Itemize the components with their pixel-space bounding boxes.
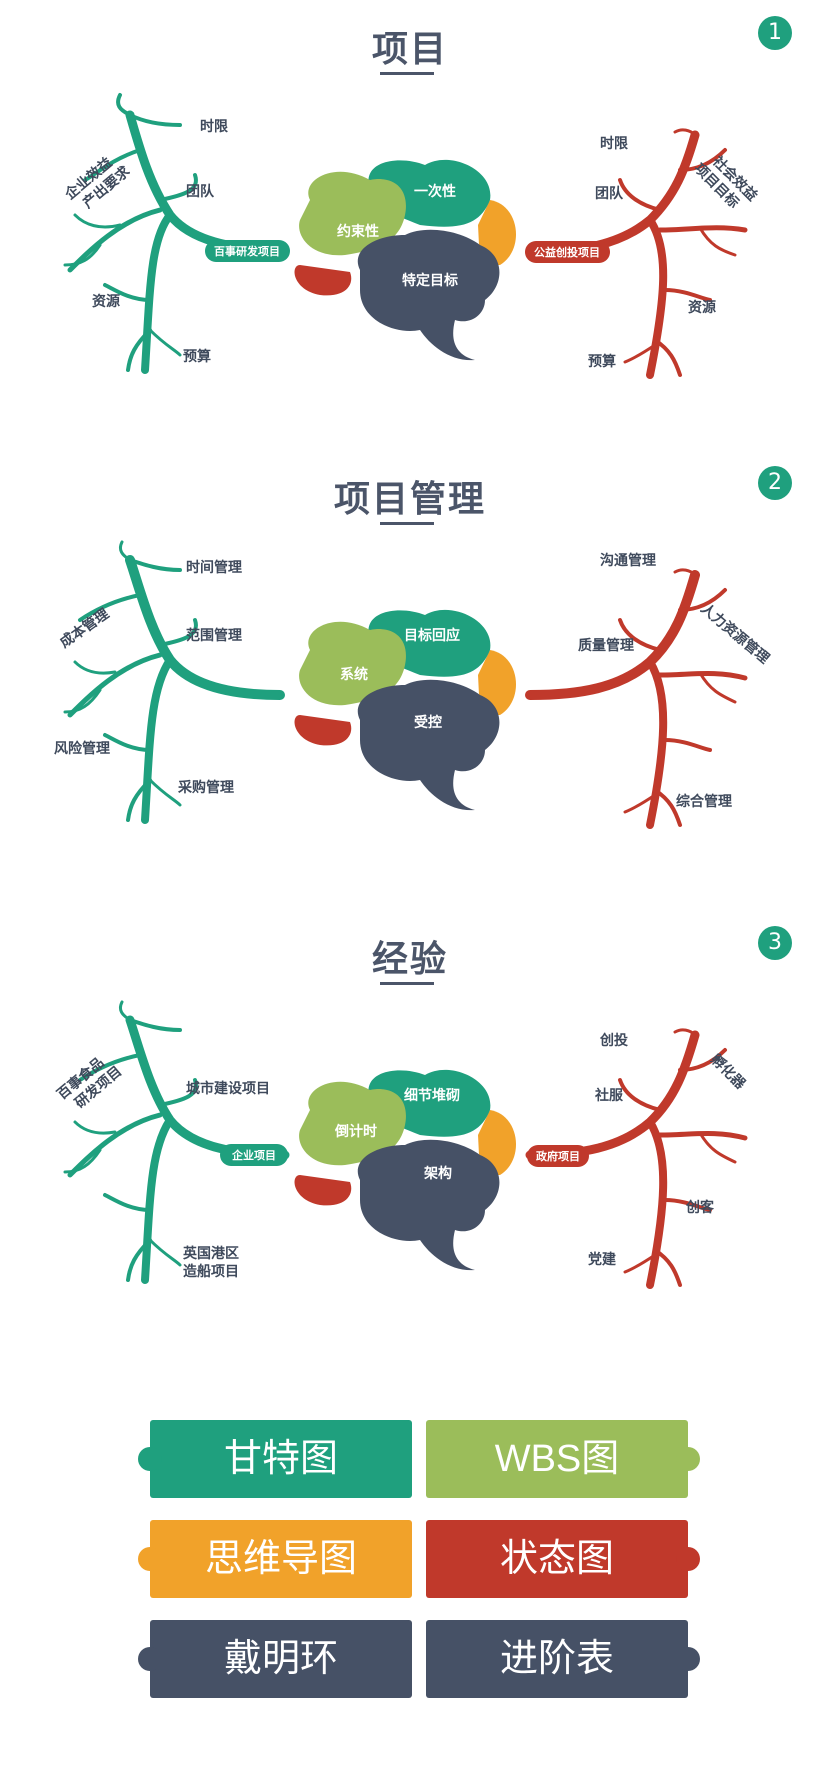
brain-graphic [294, 609, 517, 811]
tool-label: 甘特图 [223, 1438, 338, 1480]
right-hub-label: 政府项目 [536, 1149, 580, 1163]
right-hub-pill [527, 1145, 589, 1167]
left-label-2: 英国港区 [182, 1245, 239, 1261]
tile-knob [138, 1547, 162, 1571]
section-experience: 经验 3 企业项目 城市建设项目 英国港区 造船项目 百事食品 研发项目 [0, 910, 820, 1370]
section-title: 项目 [371, 28, 448, 69]
left-label-1: 时限 [200, 118, 228, 134]
left-hub-pill [220, 1144, 288, 1166]
tool-label: WBS图 [494, 1438, 620, 1480]
brain-label-left: 倒计时 [334, 1123, 377, 1139]
tile-knob [138, 1647, 162, 1671]
left-label-1: 时间管理 [186, 559, 242, 575]
right-hub-pill [525, 241, 610, 263]
right-label-2: 社服 [594, 1087, 624, 1103]
left-branch-tree [63, 93, 290, 374]
tool-tile-mindmap: 思维导图 [138, 1520, 412, 1598]
section-title: 项目管理 [333, 478, 486, 519]
right-label-4: 党建 [588, 1251, 616, 1267]
right-label-3: 资源 [688, 299, 716, 315]
tile-knob [676, 1447, 700, 1471]
brain-label-bottom: 架构 [423, 1165, 452, 1181]
tool-tile-wbs: WBS图 [426, 1420, 700, 1498]
title-underline [380, 982, 434, 985]
tool-tile-state-diagram: 状态图 [426, 1520, 700, 1598]
left-branch-tree [63, 540, 285, 824]
title-underline [380, 72, 434, 75]
brain-label-left: 约束性 [337, 223, 379, 239]
left-label-4: 预算 [183, 348, 211, 364]
left-rotated-label: 百事食品 研发项目 [54, 1054, 125, 1111]
section-number-badge: 2 [758, 466, 792, 500]
right-hub-label: 公益创投项目 [534, 245, 600, 259]
section-number-badge: 1 [758, 16, 792, 50]
tile-knob [676, 1647, 700, 1671]
right-rotated-label: 人力资源管理 [698, 600, 773, 666]
section-project: 项目 1 百事研发项目 时限 团队 资源 预算 企业效益 产出要求 [0, 0, 820, 460]
left-label-2: 团队 [186, 183, 215, 199]
brain-label-top: 目标回应 [404, 627, 460, 643]
brain-label-top: 一次性 [414, 183, 456, 199]
mind-map: 百事研发项目 时限 团队 资源 预算 企业效益 产出要求 一次性 约束性 特定目… [61, 93, 761, 379]
right-label-4: 预算 [588, 353, 616, 369]
right-rotated-text: 孵化器 [708, 1051, 750, 1093]
tile-knob [676, 1547, 700, 1571]
tool-tile-progress-table: 进阶表 [426, 1620, 700, 1698]
left-label-4: 采购管理 [177, 779, 234, 795]
left-rotated-label: 成本管理 [57, 605, 112, 650]
brain-label-bottom: 受控 [414, 714, 442, 730]
tool-tile-pdca: 戴明环 [138, 1620, 412, 1698]
right-label-1: 创投 [599, 1032, 628, 1048]
right-branch-tree [525, 568, 748, 829]
left-label-3: 造船项目 [183, 1263, 239, 1279]
mind-map: 时间管理 范围管理 风险管理 采购管理 成本管理 目标回应 系统 受控 [54, 540, 773, 829]
left-hub-label: 企业项目 [231, 1148, 276, 1162]
section-project-management: 项目管理 2 时间管理 范围管理 风险管理 采购管理 成本管理 [0, 450, 820, 910]
left-label-1: 城市建设项目 [186, 1080, 270, 1096]
tool-label: 思维导图 [204, 1538, 357, 1580]
right-label-1: 时限 [600, 135, 628, 151]
left-hub-label: 百事研发项目 [214, 244, 280, 258]
left-hub-pill [205, 240, 290, 262]
mind-map: 企业项目 城市建设项目 英国港区 造船项目 百事食品 研发项目 细节堆砌 倒计时… [54, 1000, 750, 1289]
section-title: 经验 [371, 938, 448, 979]
brain-graphic [294, 1069, 517, 1271]
brain-label-bottom: 特定目标 [402, 272, 458, 288]
section-number-badge: 3 [758, 926, 792, 960]
right-label-2: 团队 [595, 185, 624, 201]
left-branch-tree [63, 1000, 290, 1284]
brain-label-left: 系统 [340, 666, 368, 682]
right-label-3: 综合管理 [676, 793, 732, 809]
left-rotated-text: 成本管理 [57, 605, 112, 650]
tool-tile-gantt: 甘特图 [138, 1420, 412, 1498]
right-rotated-text: 人力资源管理 [698, 600, 773, 666]
right-label-3: 创客 [685, 1199, 715, 1215]
left-label-3: 风险管理 [54, 740, 110, 756]
right-rotated-label: 孵化器 [708, 1051, 750, 1093]
title-underline [380, 522, 434, 525]
right-rotated-label: 社会效益 项目目标 [691, 152, 760, 211]
brain-graphic [294, 159, 517, 361]
tool-label: 状态图 [499, 1538, 614, 1580]
right-label-1: 沟通管理 [600, 552, 656, 568]
left-label-2: 范围管理 [186, 627, 242, 643]
tool-label: 戴明环 [223, 1638, 338, 1680]
tile-knob [138, 1447, 162, 1471]
brain-label-top: 细节堆砌 [404, 1087, 460, 1103]
left-label-3: 资源 [92, 293, 120, 309]
right-label-2: 质量管理 [578, 637, 634, 653]
tool-label: 进阶表 [499, 1638, 614, 1680]
